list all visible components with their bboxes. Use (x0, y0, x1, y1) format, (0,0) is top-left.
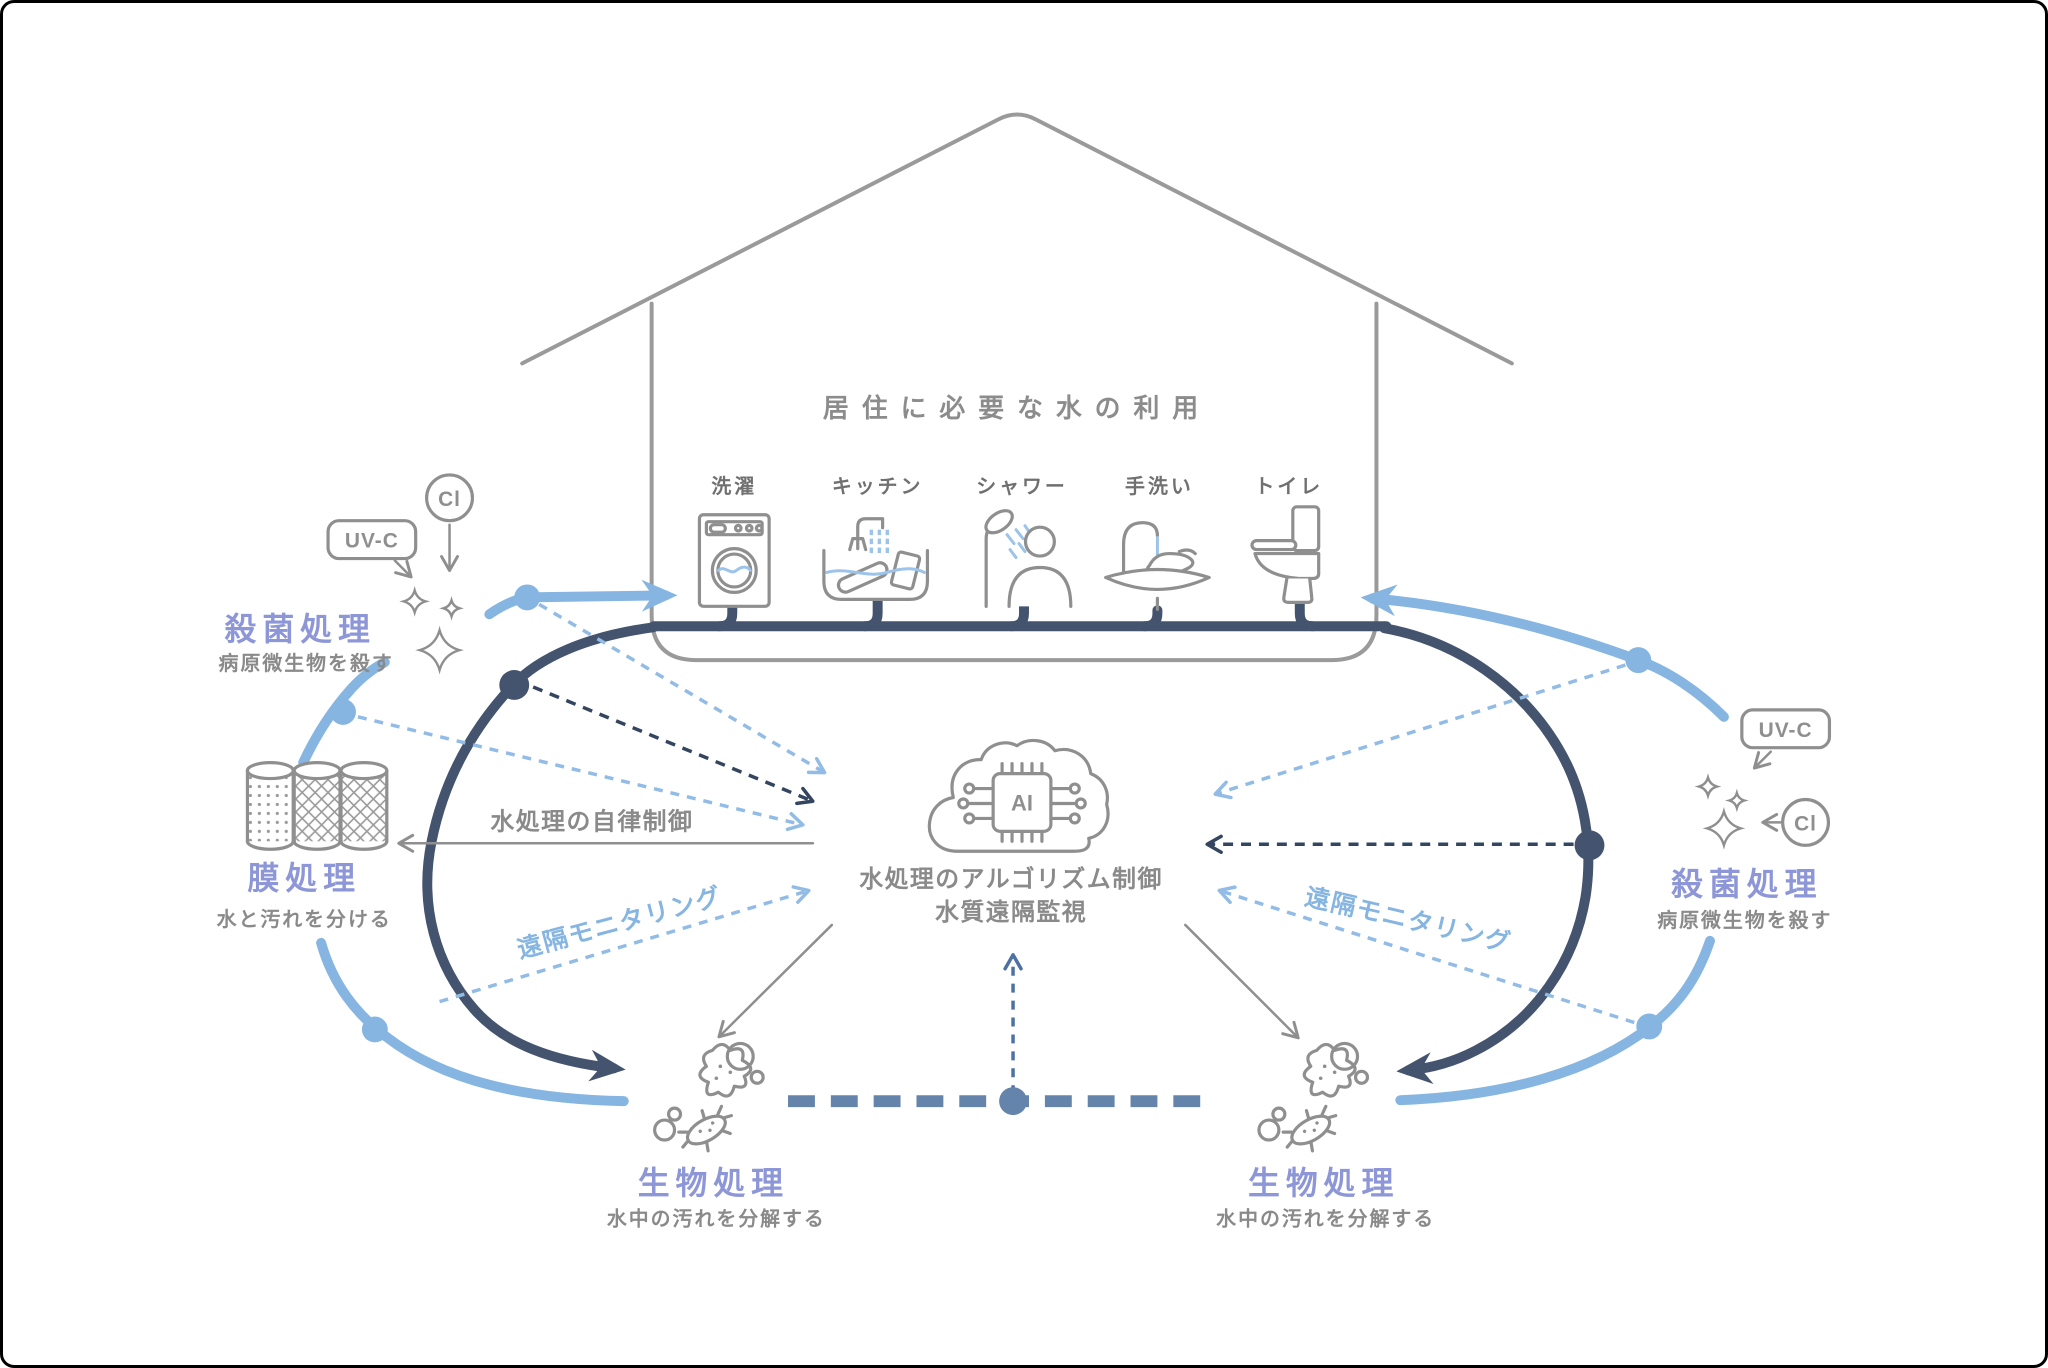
sterilization-left: UV-C Cl 殺菌処理 病原微生物を殺す (219, 473, 475, 675)
left-clean-arc-bottom (316, 937, 629, 1107)
sterilization-left-title: 殺菌処理 (225, 611, 376, 647)
pipe-toilet (1294, 596, 1318, 632)
ai-cloud: AI 水処理のアルゴリズム制御 水質遠隔監視 (859, 738, 1163, 926)
sparkle-icon-right (1697, 776, 1746, 846)
uvc-badge-left: UV-C (345, 530, 399, 553)
bio-left: 生物処理 水中の汚れを分解する (607, 1041, 826, 1231)
waste-water-pipes (422, 594, 1594, 1084)
ai-caption-line1: 水処理のアルゴリズム制御 (859, 865, 1163, 893)
kitchen-sink-icon (822, 517, 930, 601)
washing-machine-icon (697, 513, 771, 608)
sterilization-right-subtitle: 病原微生物を殺す (1657, 908, 1832, 932)
node-left-inlet (514, 584, 541, 611)
house-roof (520, 112, 1514, 366)
bio-right: 生物処理 水中の汚れを分解する (1216, 1041, 1435, 1231)
uvc-arrow-right (1752, 750, 1772, 770)
pipe-laundry (714, 599, 738, 632)
node-right-bottom (1636, 1013, 1663, 1040)
house: 居住に必要な水の利用 洗濯 キッチン シャワー 手洗い トイレ (520, 112, 1514, 663)
water-recycling-diagram: 居住に必要な水の利用 洗濯 キッチン シャワー 手洗い トイレ (217, 112, 1832, 1231)
appliance-label-laundry: 洗濯 (711, 475, 757, 498)
node-bio-link (999, 1087, 1027, 1116)
house-title: 居住に必要な水の利用 (823, 393, 1211, 423)
appliance-label-kitchen: キッチン (832, 476, 924, 498)
bio-right-title: 生物処理 (1248, 1165, 1399, 1201)
cl-badge-right: Cl (1794, 812, 1817, 835)
right-clean-arc-inlet (1360, 584, 1729, 722)
left-waste-arc (422, 622, 659, 1082)
water-drops (869, 529, 889, 554)
membrane-left: 膜処理 水と汚れを分ける (217, 761, 392, 931)
right-clean-arc-bottom (1395, 935, 1715, 1106)
node-left-membrane (330, 698, 356, 725)
appliance-label-handwash: 手洗い (1125, 474, 1194, 498)
appliance-icons (697, 505, 1321, 611)
ai-chip-label: AI (1011, 790, 1033, 815)
sensor-nodes (330, 584, 1663, 1116)
ai-to-bio-right-arrow (1184, 923, 1300, 1040)
membrane-subtitle: 水と汚れを分ける (217, 908, 392, 931)
cl-badge-left: Cl (438, 488, 461, 511)
node-left-bottom (361, 1016, 388, 1043)
left-clean-arc-mid (298, 657, 390, 768)
node-right-waste (1574, 830, 1605, 861)
sparkle-icon-left (402, 589, 460, 670)
dash-right-monitoring (1217, 885, 1635, 1025)
node-right-inlet (1625, 647, 1652, 674)
dash-left-waste-to-ai (532, 685, 815, 806)
monitoring-links (357, 602, 1635, 1108)
membrane-filter-icon (245, 761, 389, 851)
uvc-arrow-left (393, 559, 413, 579)
house-walls (649, 301, 1379, 663)
sterilization-right: UV-C Cl 殺菌処理 病原微生物を殺す (1657, 708, 1832, 932)
bio-left-title: 生物処理 (638, 1165, 789, 1201)
right-waste-arc (1379, 623, 1594, 1084)
ai-caption-line2: 水質遠隔監視 (935, 898, 1087, 926)
node-left-waste (499, 670, 530, 700)
pipe-shower (1006, 599, 1029, 632)
sterilization-right-title: 殺菌処理 (1671, 866, 1822, 902)
shower-icon (984, 509, 1073, 608)
clean-water-arcs (298, 579, 1729, 1107)
sterilization-left-subtitle: 病原微生物を殺す (219, 651, 394, 675)
pipe-handwash (1139, 605, 1163, 632)
dash-right-inlet-to-ai (1213, 663, 1626, 800)
dash-left-inlet-to-ai (538, 602, 827, 775)
remote-monitoring-label-left: 遠隔モニタリング (514, 882, 725, 964)
uvc-badge-right: UV-C (1759, 719, 1813, 742)
ai-to-bio-left-arrow (717, 923, 834, 1039)
ai-chip-icon: AI (957, 762, 1087, 843)
bio-right-subtitle: 水中の汚れを分解する (1216, 1207, 1435, 1231)
dash-left-membrane-to-ai (357, 715, 805, 832)
membrane-title: 膜処理 (247, 860, 360, 896)
autonomous-control-label: 水処理の自律制御 (490, 807, 693, 835)
appliance-label-shower: シャワー (976, 476, 1068, 498)
remote-monitoring-label-right: 遠隔モニタリング (1302, 883, 1514, 958)
appliance-label-toilet: トイレ (1254, 476, 1323, 498)
handwash-icon (1104, 521, 1211, 611)
pipe-kitchen (859, 594, 883, 632)
bio-left-subtitle: 水中の汚れを分解する (607, 1207, 826, 1231)
dash-left-monitoring (439, 885, 811, 1004)
toilet-icon (1250, 505, 1321, 604)
